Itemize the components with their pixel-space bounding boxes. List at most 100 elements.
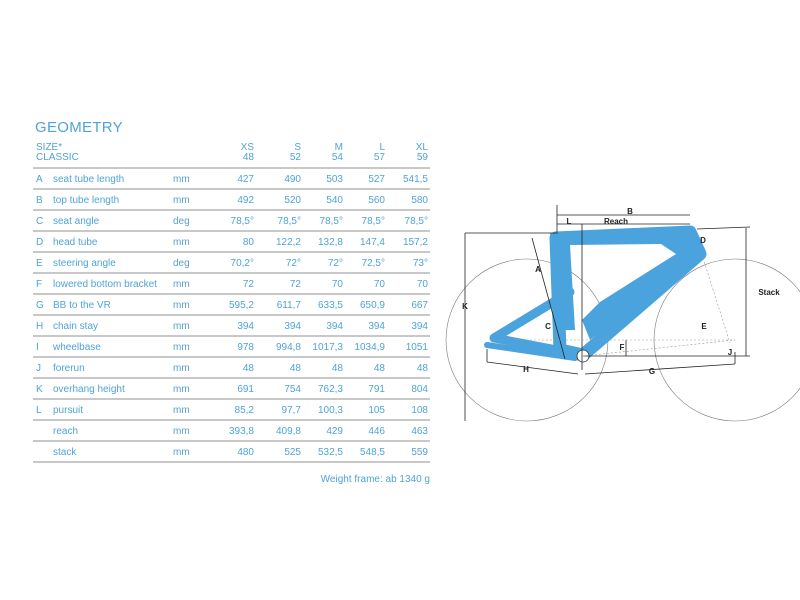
row-value: 70,2° <box>230 258 254 269</box>
row-unit: mm <box>173 300 190 311</box>
row-value: 105 <box>368 405 385 416</box>
row-value: 122,2 <box>275 237 301 248</box>
row-unit: mm <box>173 279 190 290</box>
row-value: 492 <box>237 195 254 206</box>
row-value: 78,5° <box>319 216 343 227</box>
row-letter: E <box>36 258 43 269</box>
row-unit: mm <box>173 405 190 416</box>
size-number: 59 <box>416 152 428 163</box>
row-value: 394 <box>326 321 343 332</box>
size-label: SIZE* <box>36 142 63 153</box>
row-label: steering angle <box>53 258 116 269</box>
dimension-label-d: D <box>700 236 706 245</box>
row-value: 147,4 <box>359 237 385 248</box>
dimension-label-reach: Reach <box>604 217 628 226</box>
row-value: 48 <box>331 363 343 374</box>
row-value: 70 <box>416 279 428 290</box>
row-value: 527 <box>368 174 385 185</box>
row-value: 100,3 <box>317 405 343 416</box>
row-unit: mm <box>173 426 190 437</box>
row-value: 560 <box>368 195 385 206</box>
dimension-label-j: J <box>728 348 732 357</box>
row-letter: L <box>36 405 42 416</box>
row-letter: H <box>36 321 44 332</box>
row-letter: J <box>36 363 41 374</box>
row-value: 754 <box>284 384 301 395</box>
size-number: 48 <box>242 152 254 163</box>
row-value: 72° <box>285 258 301 269</box>
row-value: 1051 <box>405 342 428 353</box>
row-value: 541,5 <box>402 174 428 185</box>
row-label: seat tube length <box>53 174 125 185</box>
row-value: 548,5 <box>359 447 385 458</box>
row-unit: mm <box>173 363 190 374</box>
bike-frame <box>484 225 707 362</box>
row-value: 48 <box>373 363 385 374</box>
row-value: 611,7 <box>276 300 301 311</box>
row-label: BB to the VR <box>53 300 111 311</box>
row-value: 580 <box>411 195 428 206</box>
row-value: 559 <box>411 447 428 458</box>
row-unit: mm <box>173 321 190 332</box>
row-label: head tube <box>53 237 98 248</box>
row-value: 78,5° <box>404 216 428 227</box>
row-unit: deg <box>173 258 190 269</box>
row-label: stack <box>53 447 77 458</box>
row-value: 72° <box>327 258 343 269</box>
row-value: 70 <box>331 279 343 290</box>
dimension-label-e: E <box>701 322 707 331</box>
size-number: 52 <box>289 152 301 163</box>
row-value: 490 <box>284 174 301 185</box>
row-value: 503 <box>326 174 343 185</box>
row-value: 132,8 <box>317 237 343 248</box>
row-unit: mm <box>173 447 190 458</box>
row-value: 72 <box>289 279 301 290</box>
dimension-label-g: G <box>649 367 655 376</box>
size-name: S <box>294 142 301 153</box>
row-value: 762,3 <box>317 384 343 395</box>
row-label: reach <box>53 426 79 437</box>
row-value: 108 <box>411 405 428 416</box>
row-value: 72 <box>242 279 254 290</box>
size-number: 57 <box>373 152 385 163</box>
row-value: 994,8 <box>275 342 301 353</box>
table-bottom-rule <box>33 461 430 463</box>
row-label: chain stay <box>53 321 99 332</box>
row-value: 650,9 <box>359 300 385 311</box>
row-value: 78,5° <box>277 216 301 227</box>
row-unit: deg <box>173 216 190 227</box>
row-value: 73° <box>412 258 428 269</box>
row-value: 394 <box>411 321 428 332</box>
row-value: 532,5 <box>317 447 343 458</box>
row-value: 394 <box>368 321 385 332</box>
row-value: 978 <box>237 342 254 353</box>
row-value: 525 <box>284 447 301 458</box>
row-value: 80 <box>242 237 254 248</box>
row-value: 804 <box>411 384 428 395</box>
row-letter: C <box>36 216 44 227</box>
page-title: GEOMETRY <box>35 119 123 136</box>
row-value: 85,2 <box>234 405 254 416</box>
size-name: M <box>334 142 343 153</box>
row-value: 633,5 <box>317 300 343 311</box>
row-letter: A <box>36 174 43 185</box>
row-value: 595,2 <box>228 300 254 311</box>
row-letter: D <box>36 237 44 248</box>
row-letter: B <box>36 195 43 206</box>
row-unit: mm <box>173 174 190 185</box>
size-name: XS <box>240 142 254 153</box>
